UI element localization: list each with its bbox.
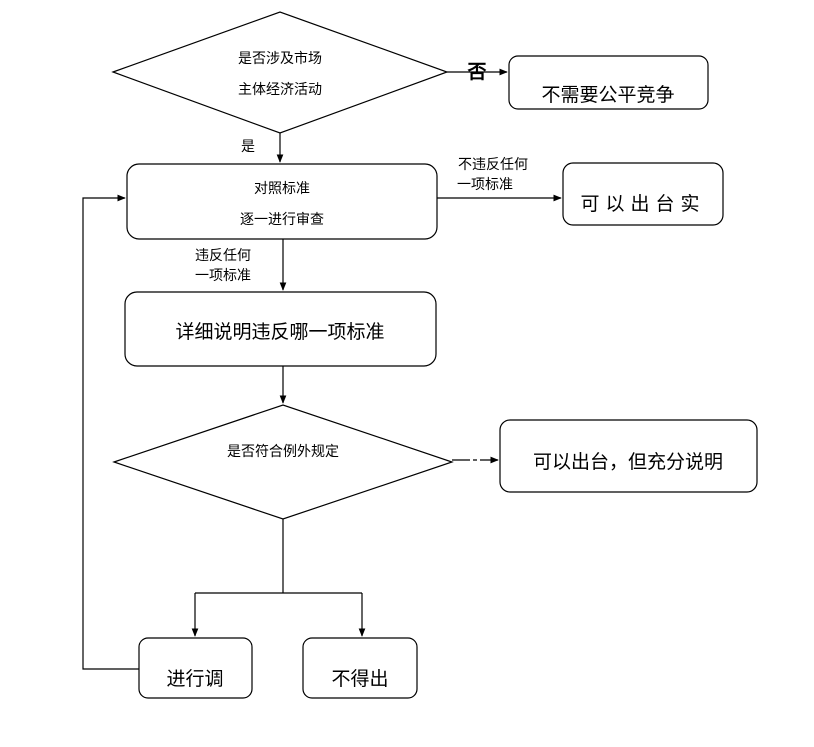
edge-yes-label: 是 [241,139,255,155]
cannot-issue-label: 不得出 [331,668,388,690]
edge-violate-label-1: 违反任何 [195,248,251,264]
can-issue-box: 可以出台实 [562,162,724,226]
edge-no-label: 否 [466,61,486,83]
adjust-label: 进行调 [166,668,223,690]
cannot-issue-box: 不得出 [302,637,418,699]
no-competition-label: 不需要公平竞争 [541,84,674,106]
decision-market-activity-line1: 是否涉及市场 [238,50,322,67]
explain-violation-box: 详细说明违反哪一项标准 [124,291,437,367]
decision-market-activity: 是否涉及市场 主体经济活动 [111,11,449,134]
edge-violate-label-2: 一项标准 [195,268,251,284]
decision-exception: 是否符合例外规定 [112,404,454,520]
adjust-box: 进行调 [138,637,253,699]
can-issue-explain-label: 可以出台，但充分说明 [533,451,723,473]
check-standards-line1: 对照标准 [254,181,310,197]
can-issue-explain-box: 可以出台，但充分说明 [499,419,758,493]
edge-loop-back-arrow [82,194,139,670]
decision-exception-label: 是否符合例外规定 [227,444,339,460]
decision-market-activity-line2: 主体经济活动 [238,82,322,98]
can-issue-label: 可以出台实 [580,193,705,215]
check-standards-box: 对照标准 逐一进行审查 [126,163,438,240]
check-standards-line2: 逐一进行审查 [240,212,324,228]
edge-not-violate-label-1: 不违反任何 [458,157,528,173]
explain-violation-label: 详细说明违反哪一项标准 [175,321,384,343]
edge-not-violate-label-2: 一项标准 [457,177,513,193]
no-competition-box: 不需要公平竞争 [508,55,709,110]
